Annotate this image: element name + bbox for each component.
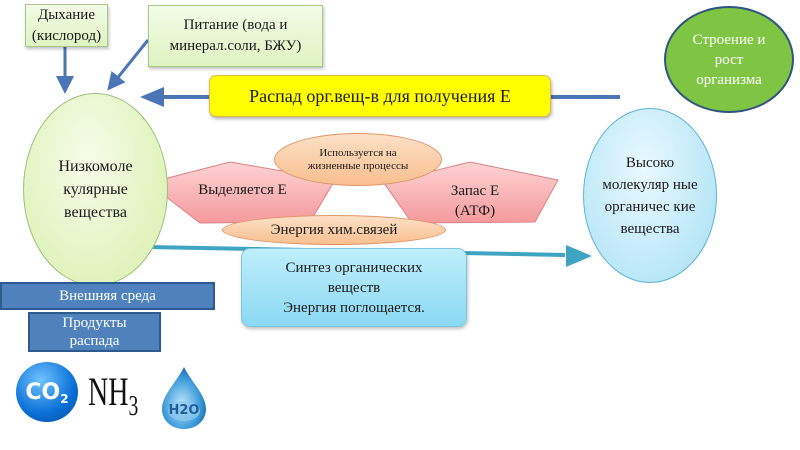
- high-molecular-ellipse: Высоко молекуляр ные органичес кие вещес…: [583, 108, 717, 283]
- environment-box: Внешняя среда: [0, 282, 215, 310]
- decay-arrowhead: [140, 87, 164, 107]
- h2o-label: H2O: [168, 403, 200, 418]
- nh3-icon: NH3: [88, 370, 138, 430]
- energy-released-label: Выделяется Е: [198, 182, 287, 198]
- nh3-subscript: 3: [128, 391, 139, 422]
- used-for-life-ellipse: Используется на жизненные процессы: [274, 133, 442, 186]
- nutrition-label: Питание (вода и минерал.соли, БЖУ): [169, 17, 302, 54]
- nutrition-arrow: [107, 39, 150, 91]
- growth-oval: Строение и рост организма: [664, 6, 794, 113]
- decay-label: Распад орг.вещ-в для получения Е: [249, 85, 511, 106]
- energy-released-text: Выделяется Е: [185, 180, 300, 200]
- energy-stored-text: Запас Е (АТФ): [430, 181, 520, 221]
- low-molecular-ellipse: Низкомоле кулярные вещества: [23, 93, 168, 286]
- water-drop-icon: [162, 367, 206, 429]
- high-molecular-label: Высоко молекуляр ные органичес кие вещес…: [602, 154, 698, 237]
- nutrition-box: Питание (вода и минерал.соли, БЖУ): [148, 5, 323, 67]
- breathing-box: Дыхание (кислород): [25, 4, 108, 47]
- decay-box: Распад орг.вещ-в для получения Е: [209, 75, 551, 117]
- h2o-icon: H2O: [158, 365, 210, 431]
- decay-products-box: Продукты распада: [28, 312, 161, 352]
- decay-products-label: Продукты распада: [62, 315, 127, 349]
- chemical-bond-energy-ellipse: Энергия хим.связей: [222, 215, 446, 245]
- growth-label: Строение и рост организма: [692, 31, 766, 88]
- co2-label: CO: [25, 379, 61, 405]
- nh3-label: NH: [88, 369, 129, 414]
- synthesis-line1: Синтез органических веществ: [285, 259, 423, 296]
- synthesis-arrowhead: [566, 245, 592, 267]
- synthesis-line2: Энергия поглощается.: [283, 299, 425, 316]
- environment-label: Внешняя среда: [59, 288, 156, 304]
- synthesis-box: Синтез органических веществ Энергия погл…: [241, 248, 467, 327]
- breathing-label: Дыхание (кислород): [31, 6, 102, 44]
- chemical-bond-energy-label: Энергия хим.связей: [270, 221, 398, 238]
- low-molecular-label: Низкомоле кулярные вещества: [58, 158, 133, 221]
- energy-stored-label: Запас Е (АТФ): [450, 183, 500, 219]
- co2-subscript: 2: [60, 392, 69, 406]
- used-for-life-label: Используется на жизненные процессы: [307, 146, 409, 172]
